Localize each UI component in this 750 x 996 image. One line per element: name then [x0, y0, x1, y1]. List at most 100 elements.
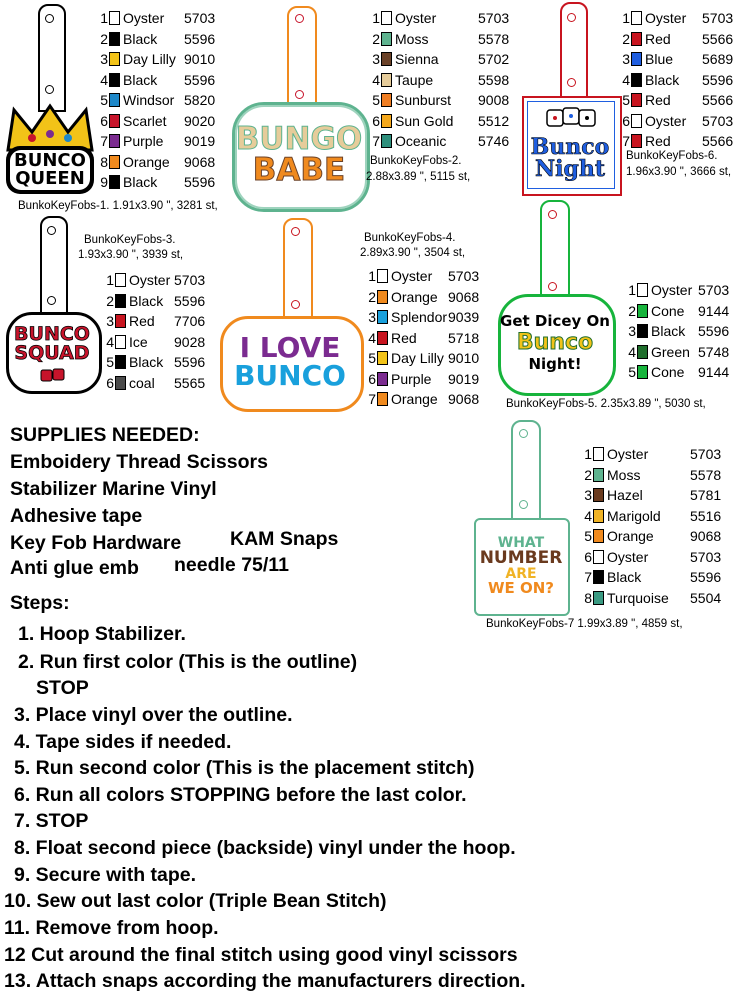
color-name: Green [651, 343, 690, 360]
color-name: Cone [651, 364, 685, 381]
color-number: 3 [372, 51, 380, 68]
fob-art-line: BUNCO [234, 359, 346, 392]
crown-icon [6, 103, 94, 194]
color-number: 2 [584, 466, 592, 483]
fob-6-text: Bunco Night [524, 130, 616, 186]
color-code: 9144 [698, 364, 730, 381]
color-code: 5596 [174, 354, 206, 371]
fob-art-line: ARE [505, 566, 537, 582]
color-number: 2 [100, 30, 108, 47]
color-swatch [109, 93, 120, 108]
color-name: Oceanic [395, 133, 447, 150]
color-code: 5566 [702, 133, 734, 150]
color-name: Oyster [129, 272, 171, 289]
fob-art-line: QUEEN [15, 168, 85, 189]
color-code: 9028 [174, 333, 206, 350]
supply-line: Key Fob Hardware [10, 532, 182, 554]
color-code: 5748 [698, 343, 730, 360]
fob-art-line: BUNCO [14, 150, 86, 171]
color-name: Oyster [651, 282, 693, 299]
color-swatch [593, 570, 604, 585]
color-name: Purple [123, 133, 164, 150]
color-number: 7 [100, 133, 108, 150]
color-name: Turquoise [607, 589, 669, 606]
design-caption: 1.96x3.90 ", 3666 st, [626, 166, 732, 178]
color-swatch [593, 529, 604, 544]
color-number: 3 [628, 323, 636, 340]
color-swatch [631, 31, 642, 46]
step-item: 5. Run second color (This is the placeme… [14, 757, 475, 779]
color-number: 6 [106, 374, 114, 391]
color-name: Sun Gold [395, 112, 454, 129]
design-caption: 2.89x3.90 ", 3504 st, [360, 247, 466, 259]
color-code: 9010 [448, 350, 480, 367]
fob-art-line: BUNGO [235, 121, 363, 157]
snap-hole-icon [295, 14, 304, 23]
color-code: 5596 [702, 71, 734, 88]
color-number: 7 [622, 133, 630, 150]
step-item: 12 Cut around the final stitch using goo… [4, 944, 518, 966]
color-number: 1 [368, 268, 376, 285]
color-swatch [109, 154, 120, 169]
fob-art-line: Bunco [516, 330, 594, 355]
color-name: Windsor [123, 92, 175, 109]
fob-body-shape [232, 102, 370, 212]
color-swatch [115, 355, 126, 370]
color-name: Orange [123, 153, 170, 170]
color-code: 9039 [448, 309, 480, 326]
step-item: 1. Hoop Stabilizer. [18, 623, 186, 645]
color-code: 5598 [478, 71, 510, 88]
color-number: 3 [368, 309, 376, 326]
color-swatch [381, 113, 392, 128]
color-swatch [115, 375, 126, 390]
fob-4-text: I LOVE BUNCO [224, 322, 356, 402]
color-code: 9019 [448, 370, 480, 387]
color-name: Red [391, 329, 417, 346]
supply-line: Stabilizer Marine Vinyl [10, 478, 217, 500]
color-code: 5781 [690, 487, 722, 504]
snap-hole-icon [519, 500, 528, 509]
color-name: Moss [607, 466, 641, 483]
color-name: Black [123, 71, 158, 88]
color-code: 9020 [184, 112, 216, 129]
design-caption: BunkoKeyFobs-2. [370, 155, 462, 167]
color-number: 1 [106, 272, 114, 289]
supply-line: Emboidery Thread Scissors [10, 451, 268, 473]
step-item: 4. Tape sides if needed. [14, 731, 232, 753]
color-code: 5718 [448, 329, 480, 346]
color-swatch [637, 365, 648, 380]
color-name: Orange [391, 288, 438, 305]
color-swatch [115, 273, 126, 288]
color-name: Cone [651, 302, 685, 319]
color-code: 5565 [174, 374, 206, 391]
supply-line: needle 75/11 [174, 554, 289, 576]
color-number: 5 [584, 528, 592, 545]
color-swatch [377, 310, 388, 325]
color-number: 2 [622, 30, 630, 47]
color-name: Sienna [395, 51, 439, 68]
fob-art-line: NUMBER [479, 548, 563, 568]
color-name: Red [645, 92, 671, 109]
step-item: 3. Place vinyl over the outline. [14, 704, 293, 726]
